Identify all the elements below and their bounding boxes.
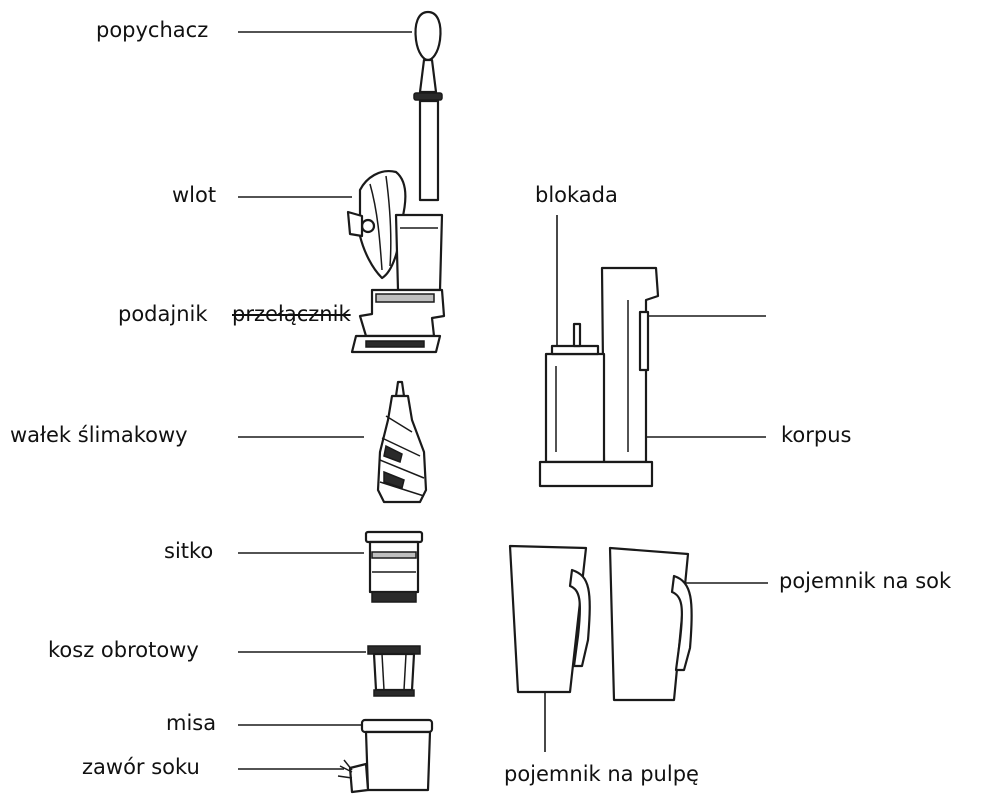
label-juice-valve: zawór soku <box>82 755 200 779</box>
label-body: korpus <box>781 423 852 447</box>
feeder-part <box>350 288 446 354</box>
leader-lines <box>238 31 768 770</box>
rotating-basket-part <box>367 645 421 697</box>
auger-part <box>376 380 428 504</box>
pulp-container-part <box>508 544 591 694</box>
label-pusher: popychacz <box>96 18 209 42</box>
label-bowl: misa <box>166 711 217 735</box>
label-switch: przełącznik <box>232 302 351 326</box>
label-inlet: wlot <box>172 183 217 207</box>
juice-container-part <box>608 546 693 702</box>
bowl-part <box>337 718 434 794</box>
body-part <box>538 266 660 488</box>
label-rotating-basket: kosz obrotowy <box>48 638 199 662</box>
label-auger: wałek ślimakowy <box>10 423 188 447</box>
label-pulp-container: pojemnik na pulpę <box>504 762 699 786</box>
label-strainer: sitko <box>164 539 214 563</box>
pusher-part <box>413 10 443 202</box>
label-lock: blokada <box>535 183 618 207</box>
label-feeder: podajnik <box>118 302 208 326</box>
label-juice-container: pojemnik na sok <box>779 569 952 593</box>
strainer-part <box>364 530 424 603</box>
